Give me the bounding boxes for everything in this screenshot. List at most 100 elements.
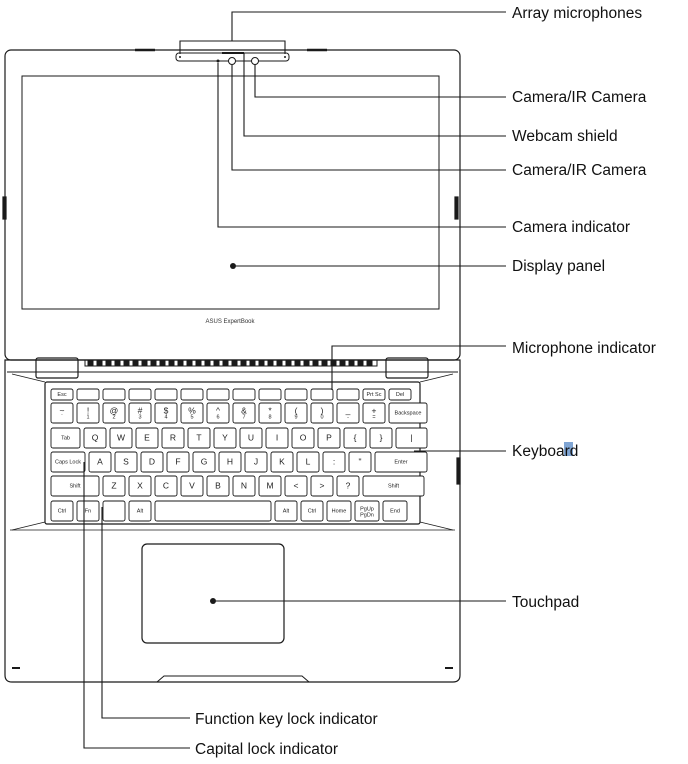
keyboard-key[interactable]: Alt (274, 500, 298, 522)
keyboard-key[interactable]: %5 (180, 402, 204, 424)
keyboard-key[interactable] (102, 388, 126, 401)
keyboard-key[interactable] (232, 388, 256, 401)
keyboard-key[interactable]: { (343, 427, 367, 449)
keyboard-key[interactable]: Z (102, 475, 126, 497)
keyboard-key[interactable]: *8 (258, 402, 282, 424)
keyboard-key[interactable]: Prt Sc (362, 388, 386, 401)
keyboard-key[interactable]: F (166, 451, 190, 473)
key-label: V (189, 480, 195, 490)
keyboard-key[interactable] (154, 388, 178, 401)
keyboard-key[interactable]: V (180, 475, 204, 497)
key-label: | (410, 432, 412, 442)
keyboard-key[interactable]: " (348, 451, 372, 473)
keyboard-key[interactable] (310, 388, 334, 401)
keyboard-key[interactable] (284, 388, 308, 401)
keyboard-key[interactable]: : (322, 451, 346, 473)
keyboard-key[interactable]: End (382, 500, 408, 522)
keyboard-key[interactable]: ? (336, 475, 360, 497)
key-cap (354, 500, 380, 522)
key-cap (374, 451, 428, 473)
keyboard-key[interactable]: Caps Lock (50, 451, 86, 473)
key-label: Tab (61, 435, 70, 441)
keyboard-key[interactable]: K (270, 451, 294, 473)
keyboard-key[interactable]: S (114, 451, 138, 473)
keyboard-key[interactable] (180, 388, 204, 401)
keyboard-key[interactable]: A (88, 451, 112, 473)
keyboard-key[interactable]: E (135, 427, 159, 449)
key-cap (291, 427, 315, 449)
keyboard-key[interactable]: Del (388, 388, 412, 401)
keyboard-key[interactable]: M (258, 475, 282, 497)
vent-slot (366, 359, 373, 367)
keyboard-key[interactable]: Fn (76, 500, 100, 522)
keyboard-key[interactable]: > (310, 475, 334, 497)
keyboard-key[interactable]: )0 (310, 402, 334, 424)
keyboard-key[interactable] (258, 388, 282, 401)
keyboard-key[interactable]: J (244, 451, 268, 473)
keyboard-key[interactable]: Shift (50, 475, 100, 497)
keyboard-key[interactable]: Y (213, 427, 237, 449)
keyboard-key[interactable]: Ctrl (50, 500, 74, 522)
key-label: < (294, 480, 299, 490)
keyboard-key[interactable]: I (265, 427, 289, 449)
key-cap (50, 388, 74, 401)
keyboard-key[interactable]: ^6 (206, 402, 230, 424)
keyboard-key[interactable] (76, 388, 100, 401)
key-label: Caps Lock (55, 459, 81, 465)
keyboard-key[interactable]: (9 (284, 402, 308, 424)
keyboard-key[interactable]: #3 (128, 402, 152, 424)
key-label: ! (87, 405, 89, 415)
keyboard-key[interactable]: Enter (374, 451, 428, 473)
keyboard-key[interactable]: Shift (362, 475, 425, 497)
keyboard-key[interactable]: } (369, 427, 393, 449)
keyboard-key[interactable]: < (284, 475, 308, 497)
key-cap (102, 500, 126, 522)
keyboard-key[interactable] (336, 388, 360, 401)
keyboard-key[interactable]: D (140, 451, 164, 473)
keyboard-key[interactable]: Esc (50, 388, 74, 401)
keyboard-key[interactable] (154, 500, 272, 522)
keyboard-key[interactable]: Tab (50, 427, 81, 449)
keyboard-key[interactable]: ~` (50, 402, 74, 424)
keyboard-key[interactable]: O (291, 427, 315, 449)
keyboard-key[interactable]: C (154, 475, 178, 497)
keyboard-key[interactable]: U (239, 427, 263, 449)
key-cap (114, 451, 138, 473)
key-cap (274, 500, 298, 522)
keyboard-key[interactable]: Ctrl (300, 500, 324, 522)
keyboard-key[interactable]: H (218, 451, 242, 473)
key-label: L (306, 456, 311, 466)
keyboard-key[interactable]: Backspace (388, 402, 428, 424)
keyboard-key[interactable]: !1 (76, 402, 100, 424)
keyboard-key[interactable] (128, 388, 152, 401)
keyboard-key[interactable] (206, 388, 230, 401)
key-label: ^ (216, 405, 220, 415)
keyboard-key[interactable]: B (206, 475, 230, 497)
keyboard-key[interactable]: Home (326, 500, 352, 522)
keyboard-key[interactable]: $4 (154, 402, 178, 424)
keyboard-key[interactable]: N (232, 475, 256, 497)
keyboard-key[interactable]: G (192, 451, 216, 473)
key-cap (336, 475, 360, 497)
keyboard-key[interactable]: Q (83, 427, 107, 449)
keyboard-key[interactable]: L (296, 451, 320, 473)
keyboard-key[interactable]: X (128, 475, 152, 497)
keyboard-key[interactable]: | (395, 427, 428, 449)
keyboard-key[interactable] (102, 500, 126, 522)
keyboard-key[interactable]: Alt (128, 500, 152, 522)
front-lip (156, 675, 310, 683)
keyboard-key[interactable]: R (161, 427, 185, 449)
key-cap (128, 500, 152, 522)
keyboard-key[interactable]: P (317, 427, 341, 449)
keyboard-key[interactable]: T (187, 427, 211, 449)
keyboard-key[interactable]: += (362, 402, 386, 424)
key-cap (192, 451, 216, 473)
key-label: # (138, 405, 143, 415)
keyboard-key[interactable]: _- (336, 402, 360, 424)
keyboard-key[interactable]: &7 (232, 402, 256, 424)
key-cap (166, 451, 190, 473)
key-sub-label: 8 (268, 414, 271, 420)
keyboard-key[interactable]: W (109, 427, 133, 449)
keyboard-key[interactable]: @2 (102, 402, 126, 424)
